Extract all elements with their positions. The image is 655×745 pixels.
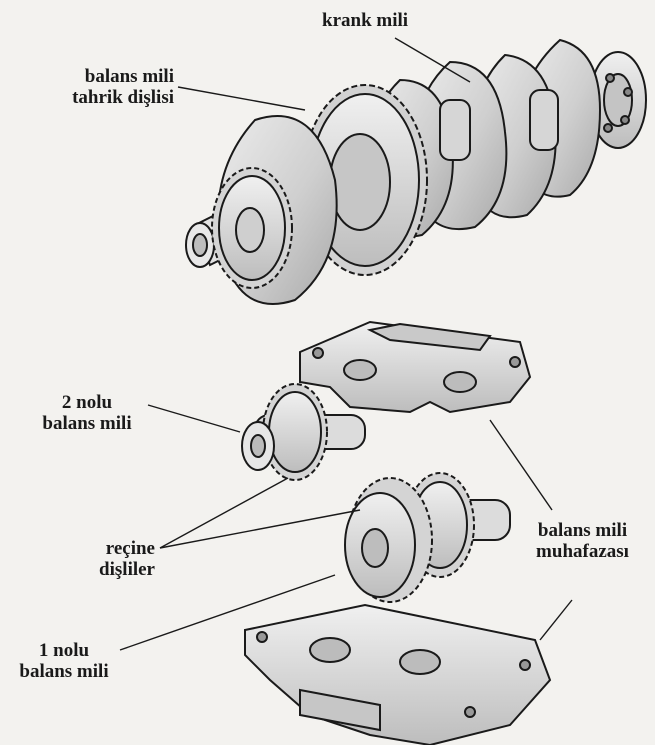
label-crankshaft: krank mili <box>322 10 408 31</box>
label-balance-shaft-1: 1 nolu balans mili <box>8 640 120 682</box>
label-balance-shaft-2: 2 nolu balans mili <box>32 392 142 434</box>
leader-shaft2 <box>148 405 240 432</box>
label-balance-shaft-housing: balans mili muhafazası <box>520 520 645 562</box>
label-resin-gears: reçine dişliler <box>60 538 155 580</box>
leader-resin-2 <box>160 510 360 548</box>
leader-housing-lower <box>540 600 572 640</box>
leader-drive-gear <box>178 87 305 110</box>
balance-shaft-1 <box>345 473 510 602</box>
leader-resin-1 <box>160 478 288 548</box>
leader-crankshaft <box>395 38 470 82</box>
crankshaft <box>186 40 646 304</box>
leader-housing-upper <box>490 420 552 510</box>
label-drive-gear: balans mili tahrik dişlisi <box>52 66 174 108</box>
lower-housing <box>245 605 550 745</box>
upper-housing <box>300 322 530 412</box>
